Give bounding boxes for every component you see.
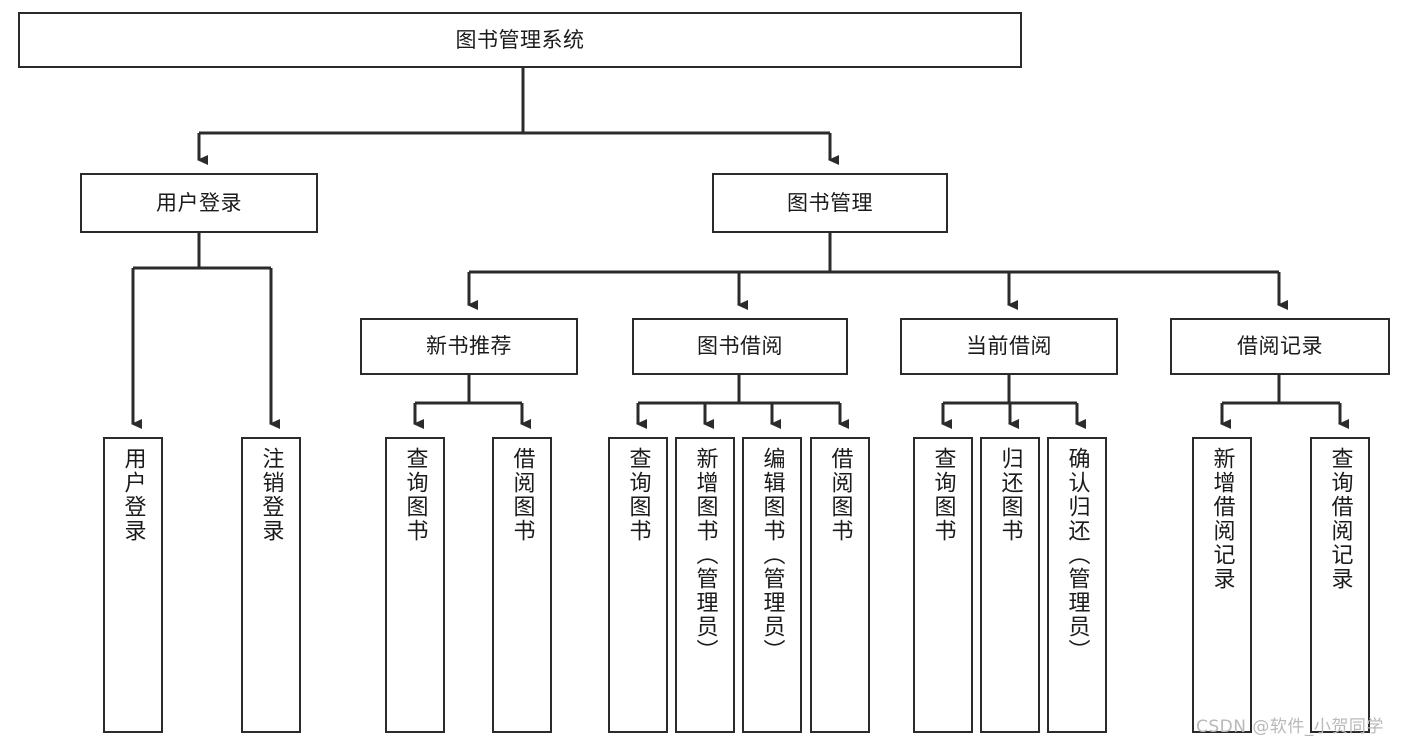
node-leaf-logout[interactable]: 注销登录 [241, 437, 301, 733]
node-leaf-return-book-label: 归还图书 [997, 447, 1023, 543]
node-leaf-confirm-return-label: 确认归还（管理员） [1064, 447, 1090, 663]
node-leaf-add-record[interactable]: 新增借阅记录 [1192, 437, 1252, 733]
node-leaf-add-record-label: 新增借阅记录 [1209, 447, 1235, 591]
node-root[interactable]: 图书管理系统 [18, 12, 1022, 68]
node-root-label: 图书管理系统 [455, 27, 585, 52]
node-current-borrow[interactable]: 当前借阅 [900, 318, 1118, 375]
node-leaf-edit-book[interactable]: 编辑图书（管理员） [742, 437, 802, 733]
node-borrow-record[interactable]: 借阅记录 [1170, 318, 1390, 375]
node-leaf-query-record[interactable]: 查询借阅记录 [1310, 437, 1370, 733]
node-leaf-confirm-return[interactable]: 确认归还（管理员） [1047, 437, 1107, 733]
node-borrow-record-label: 借阅记录 [1237, 334, 1323, 359]
node-book-borrow[interactable]: 图书借阅 [632, 318, 848, 375]
node-user-login-label: 用户登录 [156, 190, 242, 215]
node-leaf-borrow-book-1[interactable]: 借阅图书 [492, 437, 552, 733]
node-leaf-borrow-book-1-label: 借阅图书 [509, 447, 535, 543]
node-leaf-query-book-1-label: 查询图书 [402, 447, 428, 543]
node-leaf-query-book-3-label: 查询图书 [930, 447, 956, 543]
node-leaf-query-record-label: 查询借阅记录 [1327, 447, 1353, 591]
node-book-manage[interactable]: 图书管理 [712, 173, 948, 233]
node-leaf-query-book-3[interactable]: 查询图书 [913, 437, 973, 733]
node-leaf-add-book-label: 新增图书（管理员） [692, 447, 718, 663]
node-new-book-rec[interactable]: 新书推荐 [360, 318, 578, 375]
node-user-login[interactable]: 用户登录 [80, 173, 318, 233]
node-current-borrow-label: 当前借阅 [966, 334, 1052, 359]
node-leaf-add-book[interactable]: 新增图书（管理员） [675, 437, 735, 733]
node-leaf-query-book-1[interactable]: 查询图书 [385, 437, 445, 733]
node-leaf-user-login[interactable]: 用户登录 [103, 437, 163, 733]
node-leaf-edit-book-label: 编辑图书（管理员） [759, 447, 785, 663]
node-leaf-logout-label: 注销登录 [258, 447, 284, 543]
node-leaf-return-book[interactable]: 归还图书 [980, 437, 1040, 733]
node-book-borrow-label: 图书借阅 [697, 334, 783, 359]
node-new-book-rec-label: 新书推荐 [426, 334, 512, 359]
csdn-watermark: CSDN @软件_小贺同学 [1196, 717, 1384, 737]
node-leaf-borrow-book-2[interactable]: 借阅图书 [810, 437, 870, 733]
node-leaf-query-book-2-label: 查询图书 [625, 447, 651, 543]
node-leaf-borrow-book-2-label: 借阅图书 [827, 447, 853, 543]
node-book-manage-label: 图书管理 [787, 190, 873, 215]
node-leaf-user-login-label: 用户登录 [120, 447, 146, 543]
node-leaf-query-book-2[interactable]: 查询图书 [608, 437, 668, 733]
